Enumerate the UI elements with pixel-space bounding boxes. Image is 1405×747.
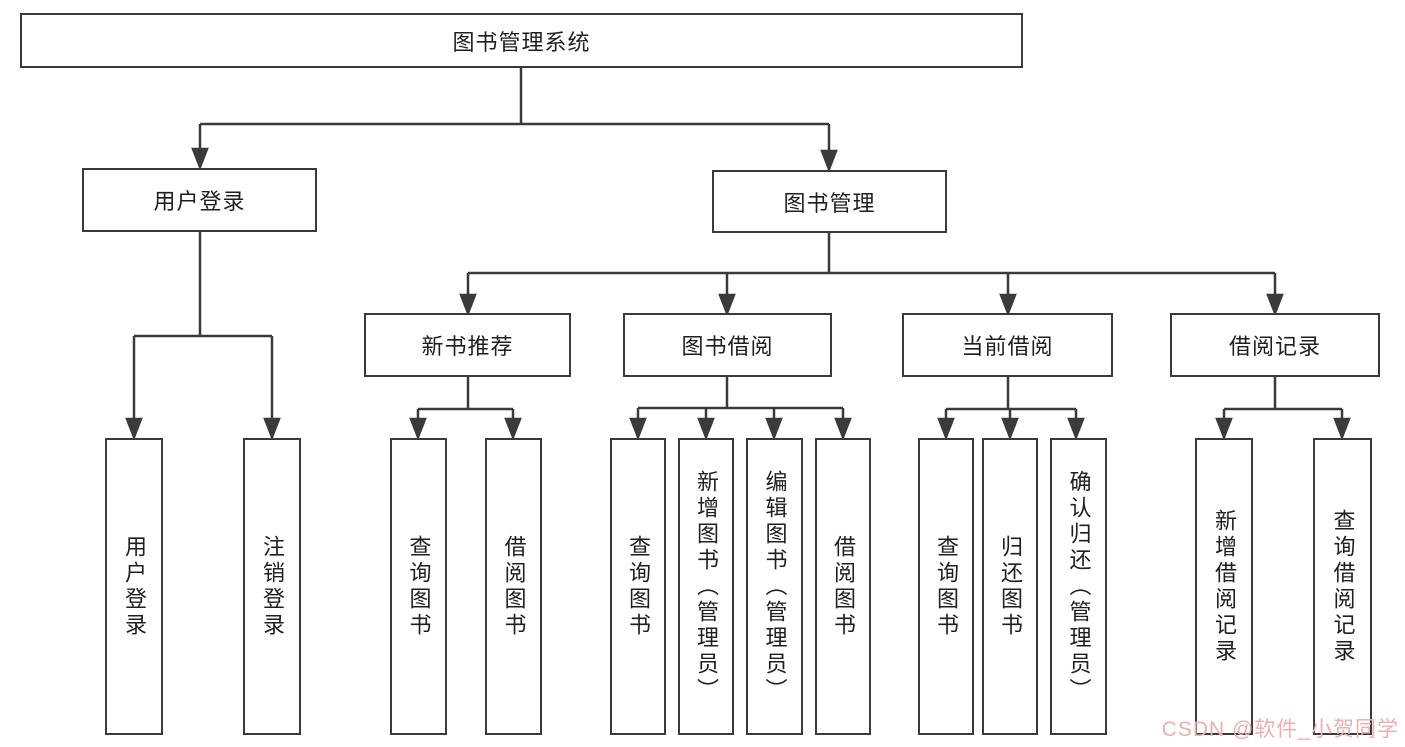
node-root-label: 图书管理系统: [452, 29, 591, 55]
leaf-query-books-recommend-label: 查询图书: [406, 534, 432, 639]
leaf-edit-books-admin: 编辑图书（管理员）: [746, 438, 803, 735]
node-book-management-label: 图书管理: [783, 190, 876, 216]
leaf-query-books-recommend: 查询图书: [390, 438, 447, 735]
node-root-system: 图书管理系统: [20, 13, 1023, 68]
leaf-return-books-label: 归还图书: [998, 534, 1023, 639]
node-new-book-recommend-label: 新书推荐: [421, 334, 514, 359]
leaf-query-borrow-record-label: 查询借阅记录: [1330, 508, 1356, 665]
leaf-query-books-current: 查询图书: [918, 438, 974, 735]
csdn-watermark: CSDN @软件_小贺同学: [1161, 718, 1399, 741]
node-book-borrow: 图书借阅: [623, 313, 832, 377]
node-book-management: 图书管理: [712, 170, 947, 233]
leaf-query-books-borrow: 查询图书: [610, 438, 666, 735]
leaf-add-borrow-record: 新增借阅记录: [1195, 438, 1253, 735]
node-user-login-label: 用户登录: [153, 189, 246, 214]
leaf-logout-label: 注销登录: [260, 534, 285, 639]
leaf-add-books-admin-label: 新增图书（管理员）: [694, 469, 719, 704]
leaf-borrow-books-recommend-label: 借阅图书: [501, 534, 527, 639]
leaf-edit-books-admin-label: 编辑图书（管理员）: [762, 469, 788, 704]
node-user-login: 用户登录: [82, 168, 317, 232]
node-current-borrow-label: 当前借阅: [961, 334, 1054, 359]
leaf-add-borrow-record-label: 新增借阅记录: [1212, 508, 1237, 665]
node-current-borrow: 当前借阅: [902, 313, 1113, 377]
node-borrow-records: 借阅记录: [1170, 313, 1380, 377]
leaf-return-books: 归还图书: [982, 438, 1038, 735]
leaf-user-login-label: 用户登录: [122, 534, 147, 639]
leaf-borrow-books: 借阅图书: [815, 438, 871, 735]
leaf-borrow-books-recommend: 借阅图书: [485, 438, 542, 735]
leaf-query-books-current-label: 查询图书: [934, 534, 959, 639]
leaf-logout: 注销登录: [243, 438, 301, 735]
leaf-borrow-books-label: 借阅图书: [831, 534, 856, 639]
leaf-query-books-borrow-label: 查询图书: [626, 534, 651, 639]
leaf-confirm-return-admin: 确认归还（管理员）: [1050, 438, 1107, 735]
leaf-user-login: 用户登录: [105, 438, 163, 735]
leaf-confirm-return-admin-label: 确认归还（管理员）: [1066, 469, 1092, 704]
leaf-add-books-admin: 新增图书（管理员）: [678, 438, 734, 735]
leaf-query-borrow-record: 查询借阅记录: [1313, 438, 1372, 735]
node-new-book-recommend: 新书推荐: [364, 313, 571, 377]
node-book-borrow-label: 图书借阅: [681, 334, 774, 359]
node-borrow-records-label: 借阅记录: [1228, 334, 1321, 359]
